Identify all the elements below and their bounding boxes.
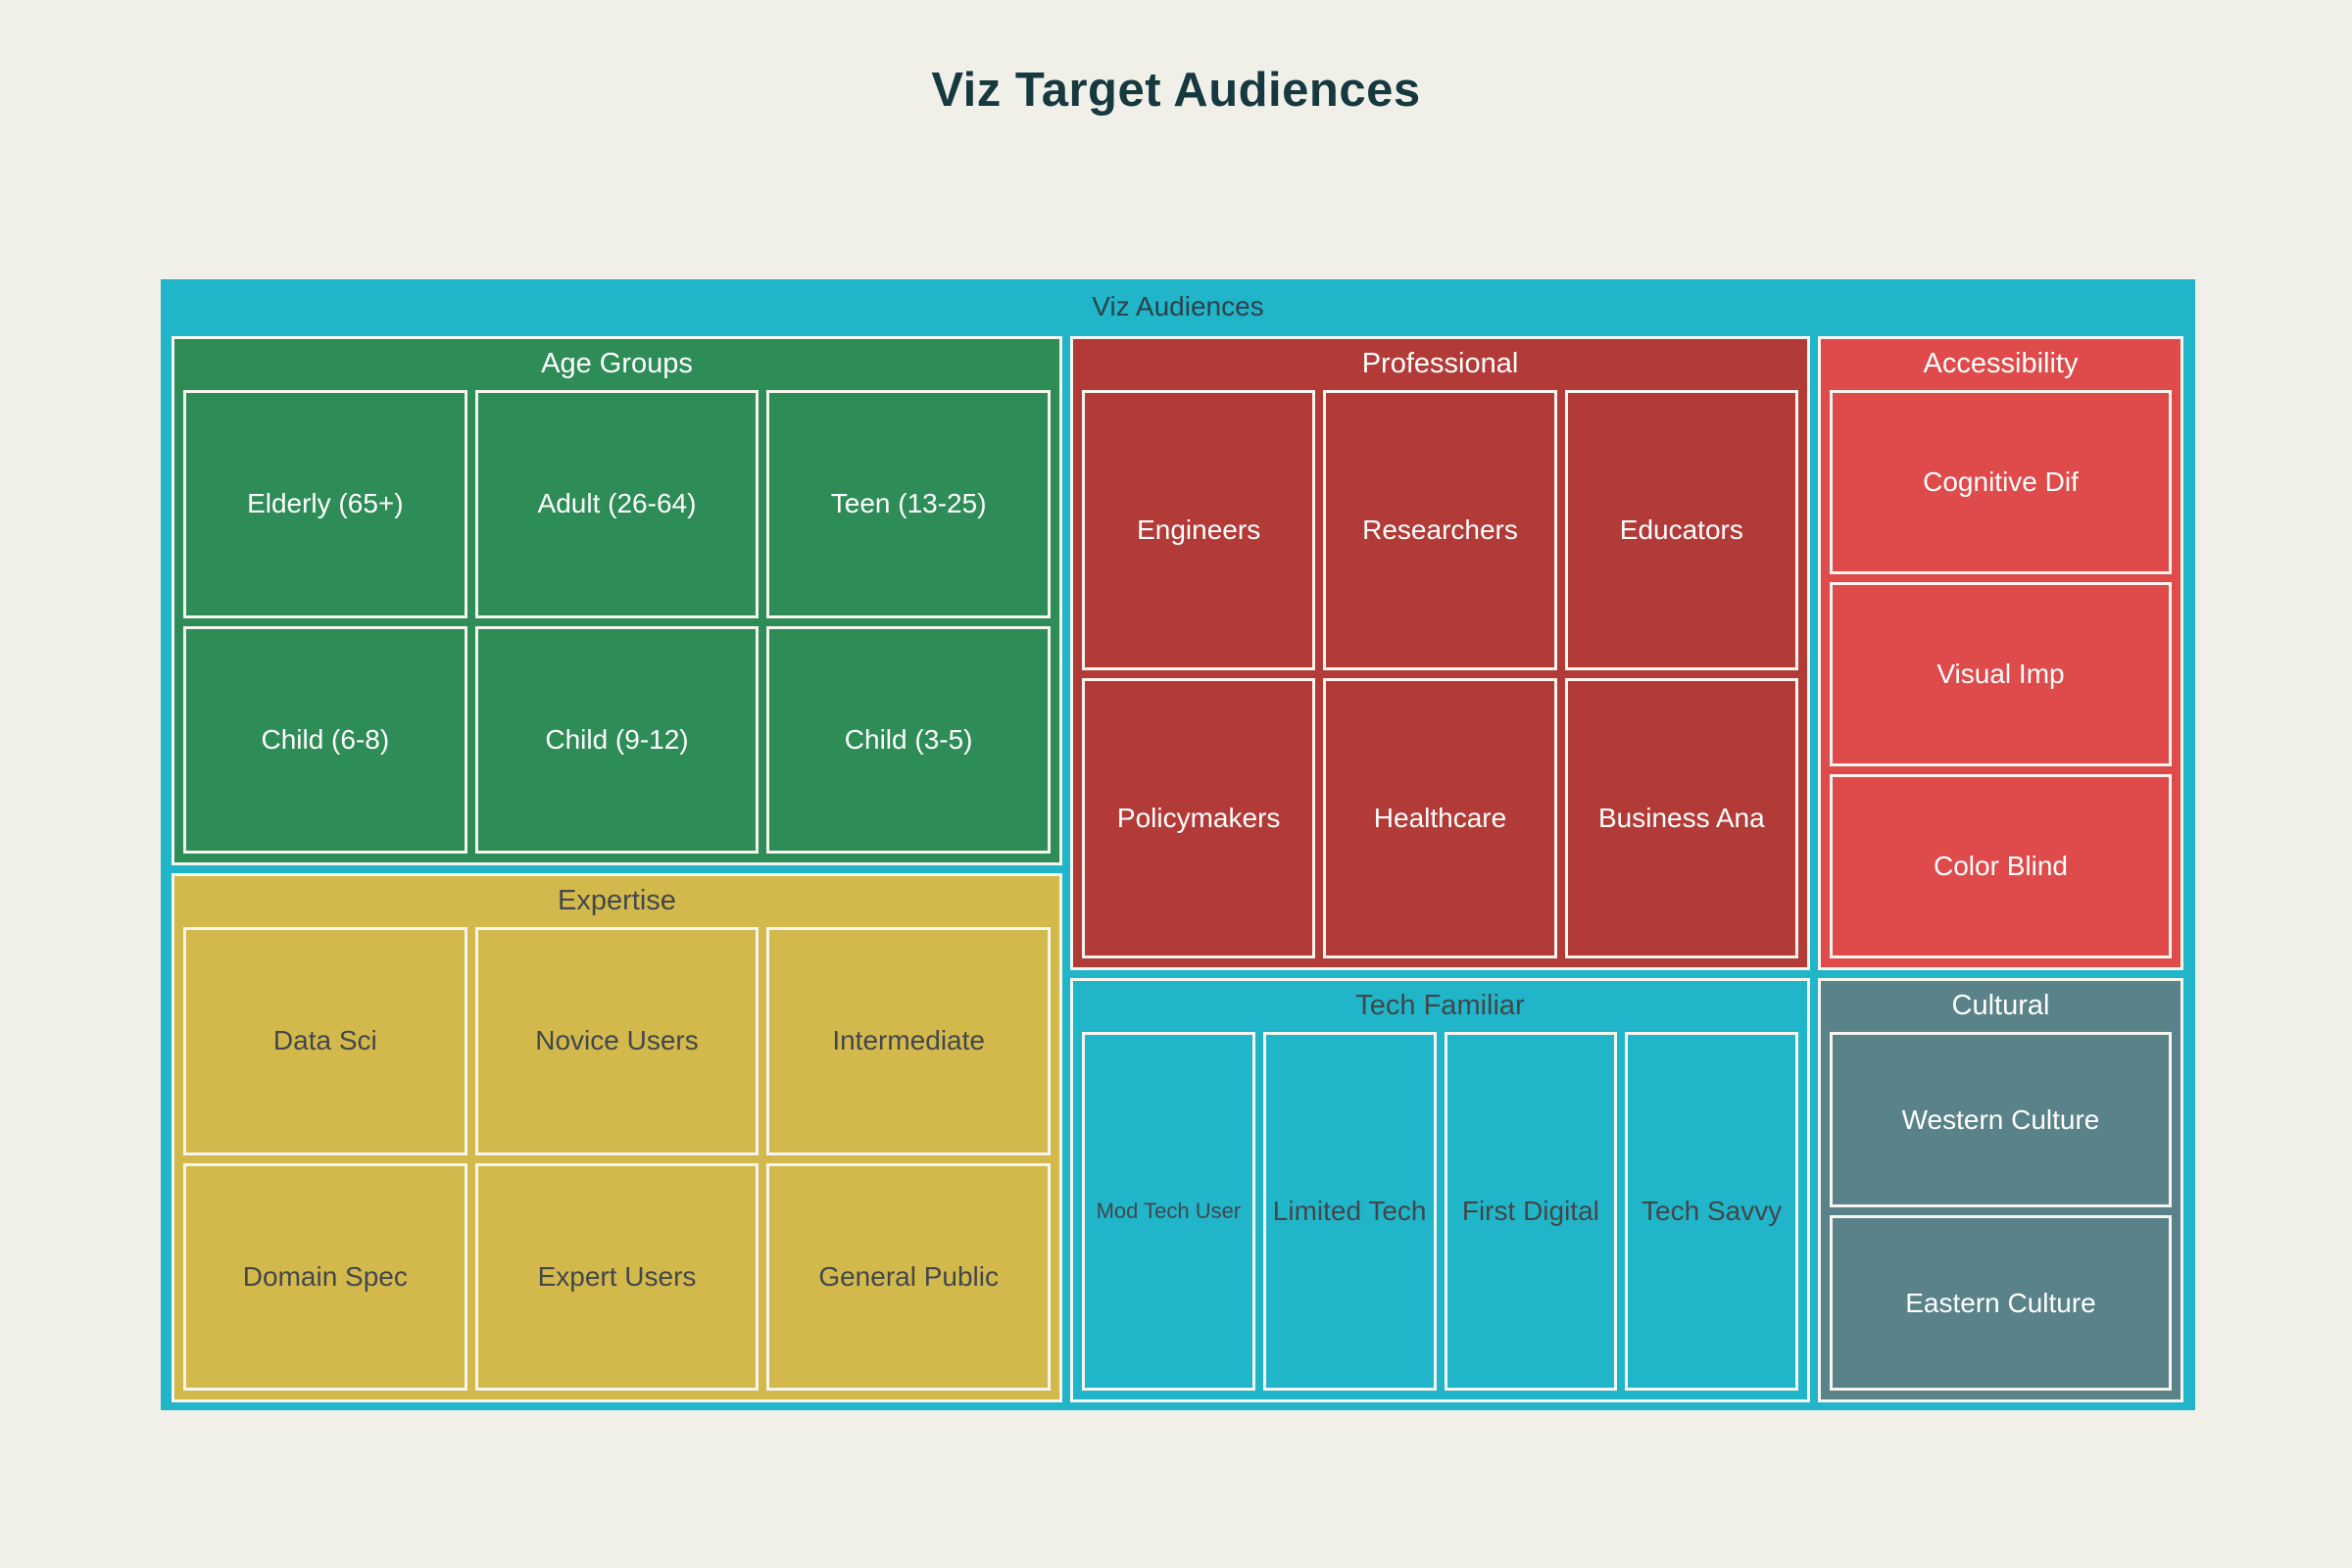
section-header-expertise[interactable]: Expertise xyxy=(558,884,676,916)
treemap-cell[interactable]: Visual Imp xyxy=(1830,582,2172,766)
treemap-cell[interactable]: Color Blind xyxy=(1830,774,2172,958)
treemap-cell[interactable]: General Public xyxy=(766,1162,1051,1391)
section-accessibility[interactable]: Accessibility Cognitive Dif Visual Imp C… xyxy=(1818,336,2183,970)
section-cultural[interactable]: Cultural Western Culture Eastern Culture xyxy=(1818,978,2183,1402)
treemap-cell[interactable]: Mod Tech User xyxy=(1082,1032,1255,1391)
treemap-cell[interactable]: Domain Spec xyxy=(183,1162,467,1391)
page-title: Viz Target Audiences xyxy=(931,64,1421,117)
treemap-root-label[interactable]: Viz Audiences xyxy=(1092,291,1264,321)
section-expertise[interactable]: Expertise Data Sci Novice Users Intermed… xyxy=(172,873,1062,1402)
treemap-cell[interactable]: Elderly (65+) xyxy=(183,390,467,618)
treemap-column-left: Age Groups Elderly (65+) Adult (26-64) T… xyxy=(172,336,1062,1402)
treemap-cell[interactable]: Expert Users xyxy=(474,1162,760,1391)
cells-age-groups: Elderly (65+) Adult (26-64) Teen (13-25)… xyxy=(174,388,1059,862)
treemap-cell[interactable]: Western Culture xyxy=(1830,1032,2172,1207)
treemap-root: Viz Audiences Age Groups Elderly (65+) A… xyxy=(161,279,2195,1410)
section-header-cultural[interactable]: Cultural xyxy=(1951,989,2050,1021)
treemap-cell[interactable]: Teen (13-25) xyxy=(766,390,1051,618)
section-header-accessibility[interactable]: Accessibility xyxy=(1923,347,2079,379)
treemap-cell[interactable]: Limited Tech xyxy=(1262,1032,1437,1391)
section-age-groups[interactable]: Age Groups Elderly (65+) Adult (26-64) T… xyxy=(172,336,1062,865)
treemap-cell[interactable]: Educators xyxy=(1564,390,1798,670)
treemap-cell[interactable]: Data Sci xyxy=(183,927,467,1155)
cells-tech-familiar: Mod Tech User Limited Tech First Digital… xyxy=(1073,1030,1807,1399)
treemap-grid: Age Groups Elderly (65+) Adult (26-64) T… xyxy=(172,336,2183,1402)
cells-cultural: Western Culture Eastern Culture xyxy=(1821,1030,2180,1399)
treemap-cell[interactable]: Researchers xyxy=(1323,390,1557,670)
treemap-cell[interactable]: Novice Users xyxy=(474,927,760,1155)
cells-professional: Engineers Researchers Educators Policyma… xyxy=(1073,388,1807,967)
treemap-cell[interactable]: Tech Savvy xyxy=(1625,1032,1798,1391)
treemap-cell[interactable]: Cognitive Dif xyxy=(1830,390,2172,574)
treemap-column-right: Accessibility Cognitive Dif Visual Imp C… xyxy=(1818,336,2183,1402)
treemap-cell[interactable]: Engineers xyxy=(1082,390,1316,670)
treemap-cell[interactable]: Policymakers xyxy=(1082,678,1316,958)
section-header-tech-familiar[interactable]: Tech Familiar xyxy=(1355,989,1525,1021)
treemap-cell[interactable]: Intermediate xyxy=(766,927,1051,1155)
treemap-cell[interactable]: Child (3-5) xyxy=(766,625,1051,854)
treemap-cell[interactable]: Eastern Culture xyxy=(1830,1215,2172,1391)
cells-expertise: Data Sci Novice Users Intermediate Domai… xyxy=(174,925,1059,1399)
treemap-cell[interactable]: First Digital xyxy=(1444,1032,1618,1391)
section-header-age-groups[interactable]: Age Groups xyxy=(541,347,693,379)
section-header-professional[interactable]: Professional xyxy=(1361,347,1519,379)
treemap-cell[interactable]: Healthcare xyxy=(1323,678,1557,958)
section-professional[interactable]: Professional Engineers Researchers Educa… xyxy=(1070,336,1810,970)
section-tech-familiar[interactable]: Tech Familiar Mod Tech User Limited Tech… xyxy=(1070,978,1810,1402)
treemap-cell[interactable]: Adult (26-64) xyxy=(474,390,760,618)
cells-accessibility: Cognitive Dif Visual Imp Color Blind xyxy=(1821,388,2180,967)
treemap-cell[interactable]: Child (6-8) xyxy=(183,625,467,854)
treemap-cell[interactable]: Child (9-12) xyxy=(474,625,760,854)
treemap-cell[interactable]: Business Ana xyxy=(1564,678,1798,958)
treemap-column-middle: Professional Engineers Researchers Educa… xyxy=(1070,336,1810,1402)
